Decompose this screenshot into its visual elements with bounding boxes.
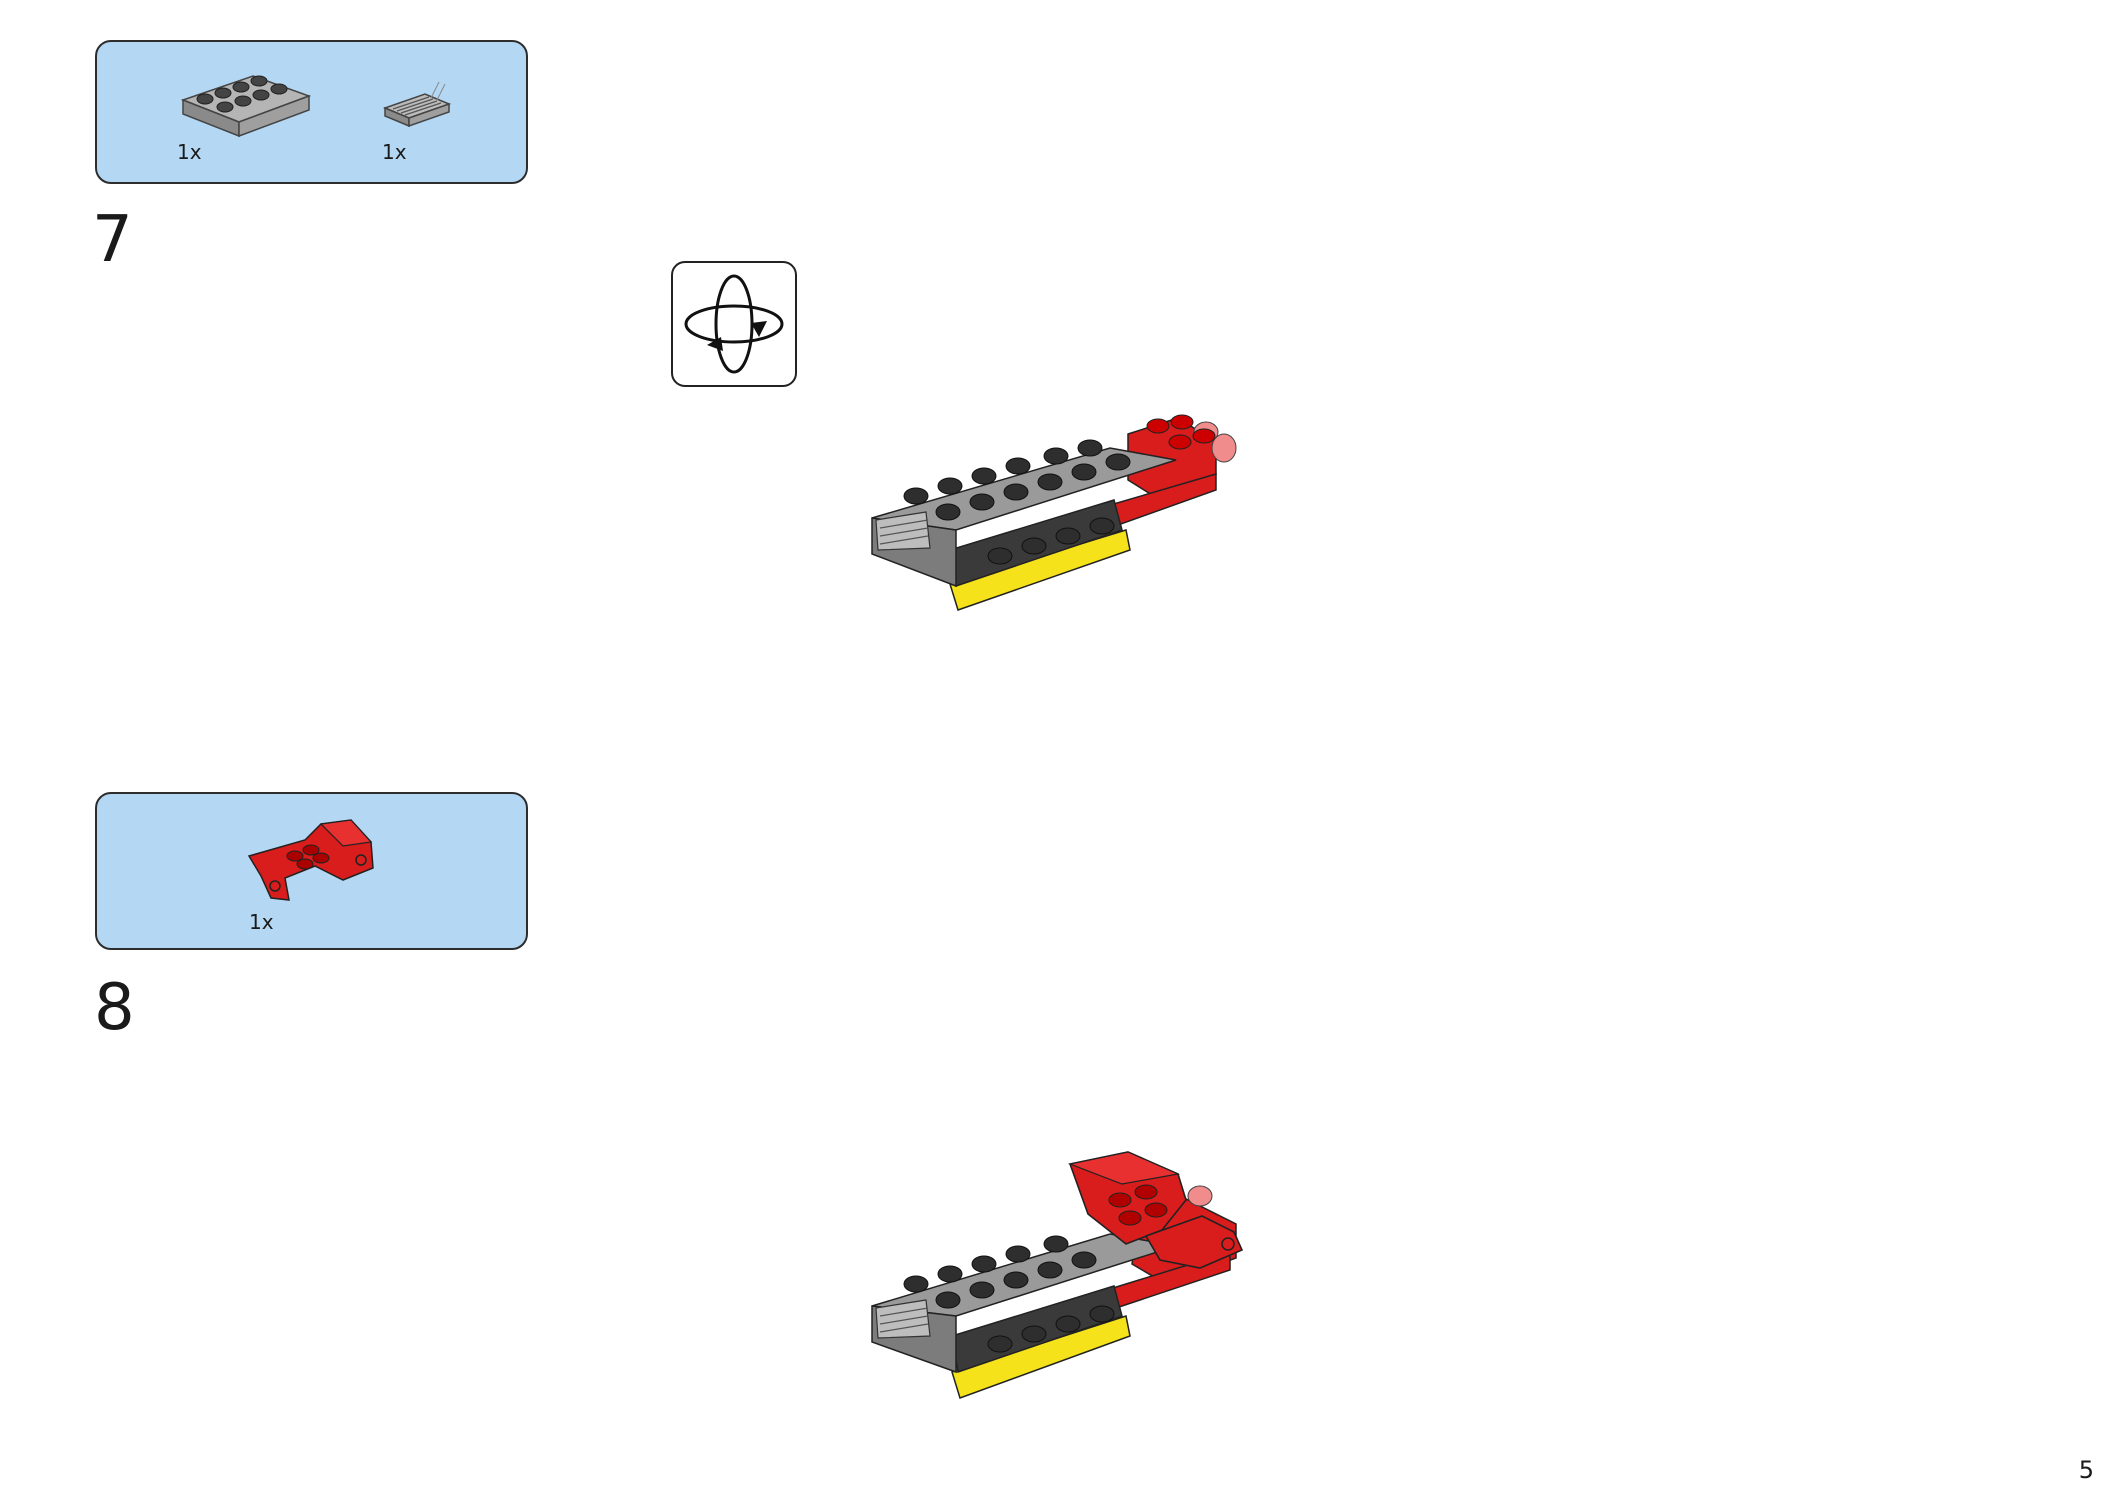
parts-callout-step-7: 1x 1x [95, 40, 528, 184]
model-assembly-step-8 [871, 1151, 1244, 1399]
part-quantity: 1x [382, 140, 407, 164]
gray-plate-2x4-icon [180, 75, 312, 138]
part-quantity: 1x [177, 140, 202, 164]
part-quantity: 1x [249, 910, 274, 934]
step-number: 8 [94, 971, 135, 1045]
step-number: 7 [92, 203, 133, 277]
model-assembly-step-7 [871, 414, 1237, 611]
gray-tile-grille-icon [382, 81, 452, 128]
rotate-model-icon [671, 261, 797, 387]
parts-callout-step-8: 1x [95, 792, 528, 950]
red-windscreen-wedge-icon [247, 819, 374, 901]
rotate-arrows-icon [684, 274, 784, 374]
page-number: 5 [2078, 1456, 2094, 1484]
